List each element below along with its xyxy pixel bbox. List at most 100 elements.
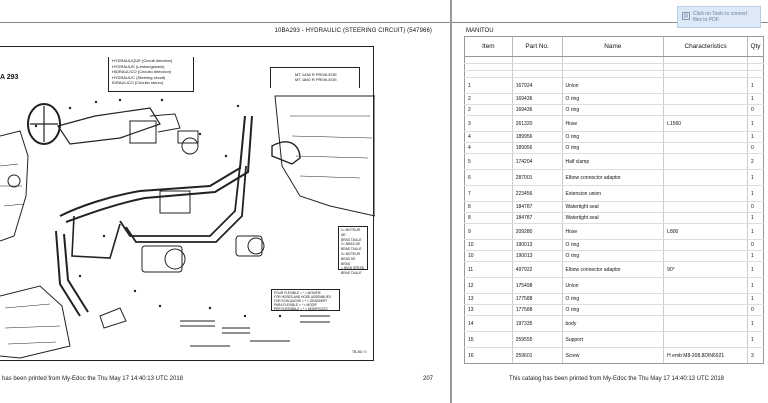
- cell-part-no: 209280: [511, 223, 562, 240]
- valve-block: [159, 190, 191, 214]
- cell-name: Elbow connector adaptor: [561, 261, 664, 278]
- steering-column: [57, 107, 161, 145]
- cell-part-no: 261320: [511, 115, 562, 132]
- cell-item: 16: [464, 347, 513, 364]
- hose-mid-1: [119, 165, 241, 237]
- cell-item: 5: [464, 153, 513, 170]
- part-callout-dots: [34, 98, 282, 318]
- cell-characteristics: [663, 169, 748, 186]
- cell-item: 10: [464, 239, 513, 251]
- convert-to-pdf-toast[interactable]: ▤ Click on Tools to convert files to PDF…: [677, 6, 761, 28]
- cell-name: O ring: [561, 293, 664, 305]
- legend-line: BRAS TAILLE: [341, 247, 362, 252]
- cell-qty: 1: [747, 293, 764, 305]
- legend-line: 1= MOTEUR DE: [341, 228, 360, 237]
- diagram-frame: [0, 46, 374, 361]
- column-header-part-no: Part No.: [511, 36, 562, 57]
- left-page: 10BA293 - HYDRAULIC (STEERING CIRCUIT) (…: [0, 0, 450, 403]
- cell-name: Elbow connector adaptor: [561, 169, 664, 186]
- cell-item: 10: [464, 250, 513, 262]
- cell-part-no: 177588: [511, 304, 562, 316]
- cell-characteristics: [663, 93, 748, 105]
- hose-ends: [300, 315, 330, 323]
- cell-name: Screw: [561, 347, 664, 364]
- cell-part-no: 287001: [511, 169, 562, 186]
- small-parts-rows: [180, 320, 290, 347]
- diagram-title-box: HYDRAULIQUE (Circuit direction) HYDRAULI…: [108, 57, 194, 92]
- cell-qty: 1: [747, 93, 764, 105]
- steering-wheel-spokes: [30, 106, 58, 142]
- hose-mid-2: [125, 165, 247, 243]
- cell-part-no: 259555: [511, 331, 562, 348]
- cell-characteristics: [663, 142, 748, 154]
- column-header-characteristics: Characteristics: [663, 36, 748, 57]
- cell-characteristics: [663, 153, 748, 170]
- cell-part-no: 169436: [511, 93, 562, 105]
- cell-name: O ring: [561, 239, 664, 251]
- cell-name: Support: [561, 331, 664, 348]
- legend-line: 3= MOTEUR: [341, 251, 360, 256]
- cell-qty: 1: [747, 169, 764, 186]
- diagram-title-line: HYDRAULIC (Steering circuit): [112, 74, 166, 80]
- diagram-title-line: HIDRAULICO (Circuito direccion): [112, 69, 172, 75]
- cell-item: 2: [464, 104, 513, 116]
- fitting-round: [181, 137, 199, 155]
- cell-part-no: 169436: [511, 104, 562, 116]
- cell-qty: 3: [747, 347, 764, 364]
- cell-part-no: 259601: [511, 347, 562, 364]
- cell-characteristics: L1560: [663, 115, 748, 132]
- hose-loop: [71, 215, 121, 259]
- cell-qty: 1: [747, 131, 764, 143]
- cell-name: O ring: [561, 304, 664, 316]
- page-header-title: 10BA293 - HYDRAULIC (STEERING CIRCUIT) (…: [274, 28, 432, 34]
- axle-housing: [0, 285, 71, 359]
- orbitrol-fitting: [149, 113, 181, 133]
- cell-characteristics: [663, 250, 748, 262]
- cell-item: 13: [464, 293, 513, 305]
- cell-qty: 1: [747, 223, 764, 240]
- page-number: 207: [423, 376, 434, 382]
- machine-body-right: [274, 95, 375, 217]
- diagram-title-line: HYDRAULIK (Lenkungskreis): [112, 63, 165, 69]
- model-label: A 293: [0, 74, 19, 81]
- cell-name: Union: [561, 277, 664, 294]
- machine-body-hatch: [290, 115, 373, 179]
- cell-name: Half clamp: [561, 153, 664, 170]
- cell-item: 7: [464, 185, 513, 202]
- cell-characteristics: [663, 239, 748, 251]
- cell-characteristics: [663, 315, 748, 332]
- legend-line: FUR SCHLAUCHE = * = GEANDERT: [274, 299, 328, 303]
- legend-line: 2= BRAS DE: [341, 242, 361, 247]
- cell-part-no: 175498: [511, 277, 562, 294]
- legend-box-2: POUR FLEXIBLE = * = MODIFIE FOR HOSES AN…: [271, 289, 340, 311]
- cell-name: Watertight seal: [561, 201, 664, 213]
- hose-loop-right: [271, 141, 301, 165]
- cell-characteristics: H emb M8-208.8DIN6921: [663, 347, 748, 364]
- cell-qty: 1: [747, 277, 764, 294]
- cell-name: Watertight seal: [561, 212, 664, 224]
- pump-flange: [164, 248, 186, 270]
- right-page: MANITOU Item Part No. Name Characteristi…: [452, 0, 768, 403]
- cell-qty: 2: [747, 153, 764, 170]
- cell-characteristics: [663, 212, 748, 224]
- orbitrol-block: [129, 120, 157, 144]
- cell-name: Union: [561, 77, 664, 94]
- cell-name: Hose: [561, 223, 664, 240]
- table-spacer-row: [464, 63, 764, 71]
- cell-name: O ring: [561, 104, 664, 116]
- cell-part-no: 189956: [511, 142, 562, 154]
- hose-main-1: [59, 115, 246, 217]
- cell-characteristics: [663, 131, 748, 143]
- cell-item: 9: [464, 223, 513, 240]
- axle-hatch: [4, 303, 61, 345]
